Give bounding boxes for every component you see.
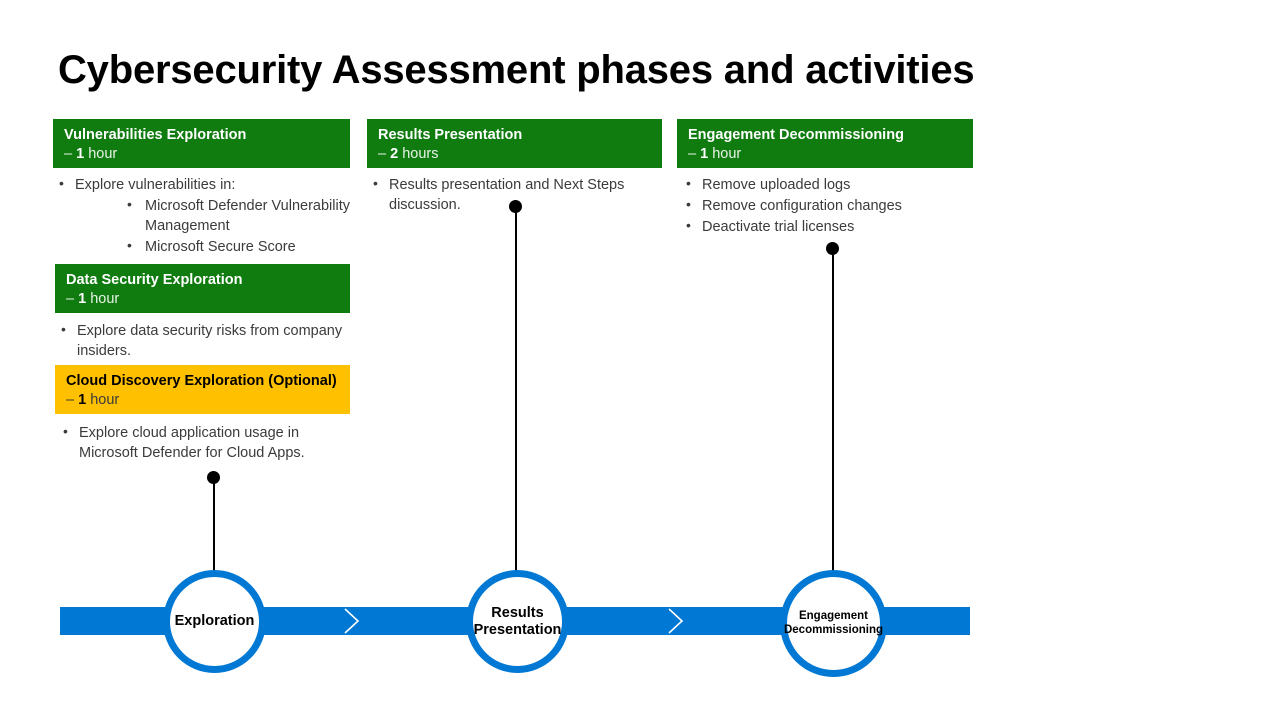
bullet-list: Results presentation and Next Steps disc… bbox=[367, 174, 647, 215]
bullet-text: Results presentation and Next Steps disc… bbox=[389, 177, 625, 213]
duration-dash: – bbox=[64, 146, 73, 163]
list-item: Explore data security risks from company… bbox=[55, 320, 367, 361]
duration-unit: hour bbox=[88, 146, 118, 163]
phase-header-data-security-exploration: Data Security Exploration – 1 hour bbox=[55, 264, 350, 313]
phase-title: Engagement Decommissioning bbox=[688, 127, 904, 143]
list-item: Explore cloud application usage in Micro… bbox=[57, 422, 357, 463]
connector-line-results-presentation bbox=[515, 212, 517, 578]
phase-title: Results Presentation bbox=[378, 127, 523, 143]
duration-unit: hour bbox=[712, 146, 742, 163]
bullets-data-security-exploration: Explore data security risks from company… bbox=[55, 320, 367, 362]
connector-dot-results-presentation bbox=[509, 200, 522, 213]
node-label: Exploration bbox=[174, 613, 255, 630]
bullet-text: Deactivate trial licenses bbox=[702, 219, 855, 235]
bullets-results-presentation: Results presentation and Next Steps disc… bbox=[367, 174, 647, 216]
phase-title: Vulnerabilities Exploration bbox=[64, 127, 247, 143]
connector-dot-exploration bbox=[207, 471, 220, 484]
bullet-text: Explore data security risks from company… bbox=[77, 323, 343, 359]
connector-dot-engagement-decommissioning bbox=[826, 242, 839, 255]
duration-dash: – bbox=[688, 146, 697, 163]
chevron-separator-icon-2 bbox=[666, 607, 686, 635]
list-item: Explore vulnerabilities in: Microsoft De… bbox=[53, 174, 363, 257]
duration-number: 2 bbox=[390, 146, 399, 163]
connector-line-engagement-decommissioning bbox=[832, 253, 834, 578]
phase-header-results-presentation: Results Presentation – 2 hours bbox=[367, 119, 662, 168]
phase-duration: – 2 hours bbox=[378, 145, 662, 163]
duration-unit: hour bbox=[90, 291, 120, 308]
connector-line-exploration bbox=[213, 478, 215, 578]
bullet-list: Remove uploaded logs Remove configuratio… bbox=[680, 174, 980, 237]
phase-duration: – 1 hour bbox=[66, 391, 350, 409]
bullet-list: Explore cloud application usage in Micro… bbox=[57, 422, 357, 463]
bullet-text: Explore vulnerabilities in: bbox=[75, 177, 236, 193]
bullet-text: Remove configuration changes bbox=[702, 198, 902, 214]
phase-title: Cloud Discovery Exploration (Optional) bbox=[66, 373, 337, 389]
phase-title: Data Security Exploration bbox=[66, 272, 243, 288]
duration-dash: – bbox=[66, 291, 75, 308]
bullets-engagement-decommissioning: Remove uploaded logs Remove configuratio… bbox=[680, 174, 980, 238]
bullet-text: Microsoft Defender Vulnerability Managem… bbox=[145, 198, 350, 234]
bullets-cloud-discovery-exploration: Explore cloud application usage in Micro… bbox=[57, 422, 357, 464]
duration-dash: – bbox=[66, 392, 75, 409]
duration-unit: hours bbox=[402, 146, 439, 163]
node-exploration[interactable]: Exploration bbox=[163, 570, 266, 673]
bullet-text: Explore cloud application usage in Micro… bbox=[79, 425, 305, 461]
phase-duration: – 1 hour bbox=[688, 145, 973, 163]
chevron-separator-icon-1 bbox=[342, 607, 362, 635]
page-title: Cybersecurity Assessment phases and acti… bbox=[58, 48, 975, 92]
phase-header-vulnerabilities-exploration: Vulnerabilities Exploration – 1 hour bbox=[53, 119, 350, 168]
phase-header-cloud-discovery-exploration: Cloud Discovery Exploration (Optional) –… bbox=[55, 365, 350, 414]
duration-number: 1 bbox=[700, 146, 709, 163]
bullet-list: Explore vulnerabilities in: Microsoft De… bbox=[53, 174, 363, 257]
duration-unit: hour bbox=[90, 392, 120, 409]
list-item: Microsoft Defender Vulnerability Managem… bbox=[123, 195, 363, 236]
phase-duration: – 1 hour bbox=[66, 290, 350, 308]
list-item: Remove configuration changes bbox=[680, 195, 980, 216]
duration-number: 1 bbox=[78, 291, 87, 308]
duration-dash: – bbox=[378, 146, 387, 163]
list-item: Results presentation and Next Steps disc… bbox=[367, 174, 647, 215]
bullets-vulnerabilities-exploration: Explore vulnerabilities in: Microsoft De… bbox=[53, 174, 363, 258]
duration-number: 1 bbox=[76, 146, 85, 163]
bullet-text: Microsoft Secure Score bbox=[145, 239, 296, 255]
phase-header-engagement-decommissioning: Engagement Decommissioning – 1 hour bbox=[677, 119, 973, 168]
bullet-sublist: Microsoft Defender Vulnerability Managem… bbox=[123, 195, 363, 257]
phase-duration: – 1 hour bbox=[64, 145, 350, 163]
bullet-text: Remove uploaded logs bbox=[702, 177, 851, 193]
list-item: Deactivate trial licenses bbox=[680, 216, 980, 237]
list-item: Microsoft Secure Score bbox=[123, 236, 363, 257]
list-item: Remove uploaded logs bbox=[680, 174, 980, 195]
bullet-list: Explore data security risks from company… bbox=[55, 320, 367, 361]
duration-number: 1 bbox=[78, 392, 87, 409]
